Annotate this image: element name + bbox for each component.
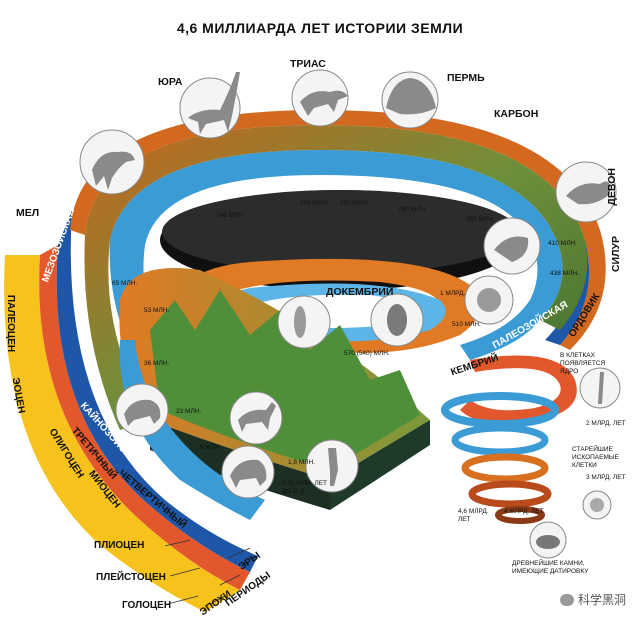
note-4bn: 4 МЛРД. ЛЕТ bbox=[504, 508, 544, 515]
period-perm: ПЕРМЬ bbox=[447, 72, 485, 84]
epoch-pleistocen: ПЛЕЙСТОЦЕН bbox=[96, 572, 166, 583]
spiral-coil-4 bbox=[468, 480, 552, 508]
rock-icon bbox=[536, 535, 560, 549]
spiral-coil-3 bbox=[461, 453, 549, 483]
mammal-icon bbox=[124, 399, 161, 426]
leader-ery bbox=[227, 547, 251, 559]
age-146: 146 МЛН. bbox=[216, 212, 245, 219]
cell-icon bbox=[590, 498, 604, 512]
sea-creature-icon bbox=[494, 236, 529, 262]
age-250: 250 МЛН. bbox=[340, 200, 369, 207]
dimetrodon-icon bbox=[386, 78, 436, 115]
leader-golocen bbox=[167, 595, 199, 605]
age-290: 290 МЛН. bbox=[398, 206, 427, 213]
spiral-coil-1 bbox=[441, 392, 559, 428]
dinosaur-icon bbox=[300, 90, 348, 116]
fern-icon bbox=[598, 372, 604, 404]
scorpion-icon bbox=[566, 181, 611, 205]
epoch-pliocen: ПЛИОЦЕН bbox=[94, 540, 145, 551]
age-53: 53 МЛН. bbox=[144, 307, 170, 314]
watermark: 科学黑洞 bbox=[559, 591, 626, 608]
age-355: 355 МЛН. bbox=[466, 216, 495, 223]
horse-icon bbox=[238, 402, 276, 432]
creature-silhouettes bbox=[92, 72, 611, 549]
band-periods bbox=[39, 245, 251, 590]
band-epochs bbox=[4, 255, 240, 612]
tyrannosaurus-icon bbox=[92, 151, 135, 190]
period-karbon: КАРБОН bbox=[494, 108, 539, 120]
period-silur: СИЛУР bbox=[610, 236, 622, 273]
age-410: 410 МЛН. bbox=[548, 240, 577, 247]
age-570: 570 (540) МЛН. bbox=[344, 350, 390, 357]
cenozoic-slab-mountains bbox=[150, 290, 420, 470]
inner-hole-rim bbox=[162, 190, 518, 274]
age-1mlrd: 1 МЛРД. bbox=[440, 290, 466, 297]
period-jura: ЮРА bbox=[158, 76, 183, 88]
note-2bn: 2 МЛРД. ЛЕТ bbox=[586, 420, 626, 427]
period-trias: ТРИАС bbox=[290, 58, 326, 70]
period-dokembriy: ДОКЕМБРИЙ bbox=[326, 286, 394, 298]
worm-icon bbox=[294, 306, 306, 338]
trilobite-icon bbox=[387, 304, 407, 336]
age-438: 438 МЛН. bbox=[550, 270, 579, 277]
spiral-coil-2 bbox=[451, 424, 549, 456]
leader-pliocen bbox=[164, 539, 191, 547]
mammoth-icon bbox=[230, 459, 267, 488]
age-36: 36 МЛН. bbox=[144, 360, 170, 367]
leader-periody bbox=[219, 574, 241, 586]
age-510: 510 МЛН. bbox=[452, 321, 481, 328]
outer-bands bbox=[4, 210, 259, 612]
age-0-01: 0,01 МЛН. ЛЕТ ДО Р. Х. bbox=[282, 480, 328, 495]
period-mel: МЕЛ bbox=[16, 207, 40, 219]
epoch-golocen: ГОЛОЦЕН bbox=[122, 600, 172, 611]
note-ancient-rocks: ДРЕВНЕЙШИЕ КАМНИ, ИМЕЮЩИЕ ДАТИРОВКУ bbox=[512, 560, 589, 575]
cenozoic-slab-side bbox=[330, 420, 430, 510]
note-3bn: 3 МЛРД. ЛЕТ bbox=[586, 474, 626, 481]
leader-epohi bbox=[209, 595, 226, 605]
wechat-icon bbox=[559, 593, 574, 606]
human-icon bbox=[328, 448, 338, 486]
age-23: 23 МЛН. bbox=[176, 408, 202, 415]
age-5: 5 МЛН. bbox=[200, 444, 222, 451]
page-title: 4,6 МИЛЛИАРДА ЛЕТ ИСТОРИИ ЗЕМЛИ bbox=[176, 20, 464, 36]
age-1-6: 1,6 МЛН. bbox=[288, 459, 316, 466]
brachiosaurus-icon bbox=[188, 72, 240, 134]
epoch-paleocen: ПАЛЕОЦЕН bbox=[5, 294, 17, 353]
note-cells-nucleus: В КЛЕТКАХ ПОЯВЛЯЕТСЯ ЯДРО bbox=[560, 352, 606, 375]
note-oldest-cells: СТАРЕЙШИЕ ИСКОПАЕМЫЕ КЛЕТКИ bbox=[572, 446, 619, 469]
leader-lines bbox=[164, 539, 251, 605]
watermark-text: 科学黑洞 bbox=[577, 593, 626, 607]
spiral-coil-5 bbox=[495, 506, 545, 524]
age-65: 65 МЛН. bbox=[112, 280, 138, 287]
leader-pleistocen bbox=[169, 567, 201, 577]
note-4-6bn: 4,6 МЛРД. ЛЕТ bbox=[458, 508, 489, 523]
band-eras bbox=[56, 210, 259, 572]
period-devon: ДЕВОН bbox=[606, 168, 618, 206]
ammonite-icon bbox=[477, 288, 501, 312]
age-206: 206 МЛН. bbox=[300, 200, 329, 207]
